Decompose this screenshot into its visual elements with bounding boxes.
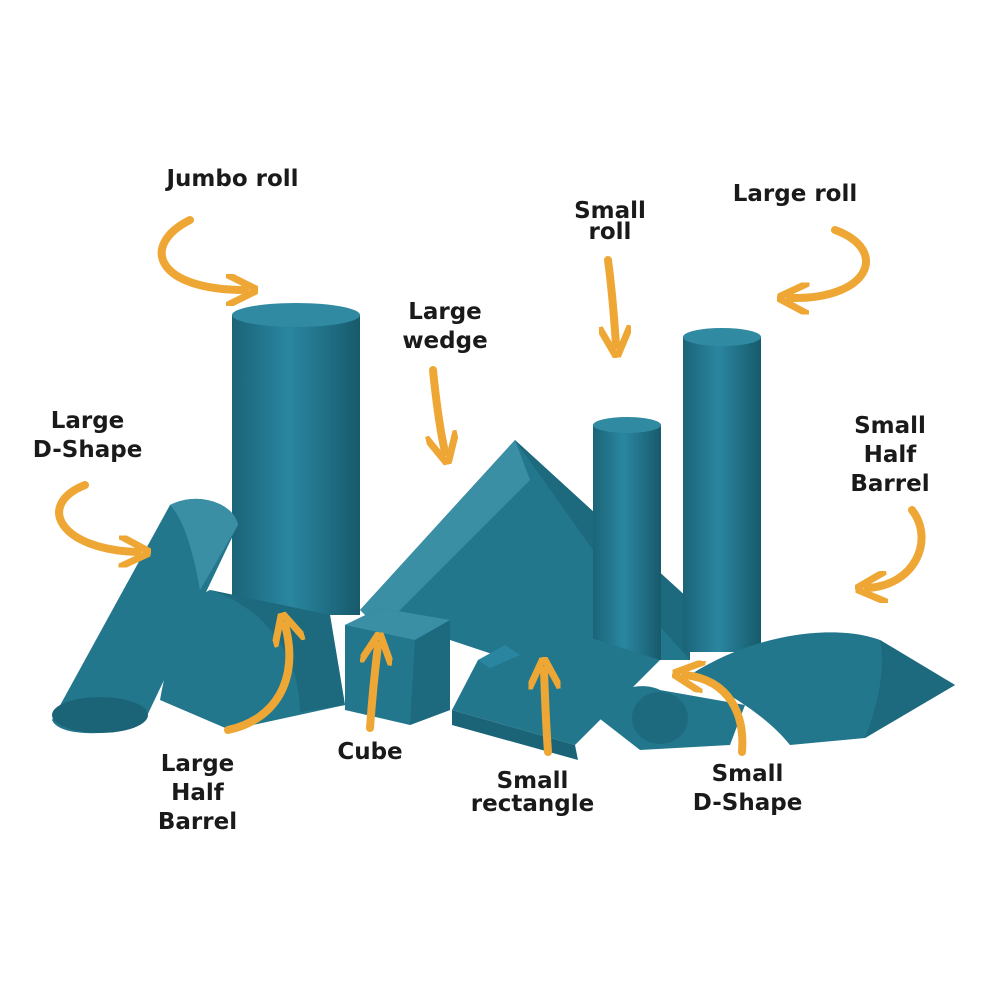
label-cube: Cube [320,738,420,767]
small-rectangle-arrow [544,670,548,756]
label-large-d-shape: Large D-Shape [15,407,160,465]
large-roll-arrow [790,226,870,298]
label-line: Cube [337,739,403,765]
small-half-barrel-arrow [868,506,926,588]
small-d-shape-arrow [685,675,747,756]
label-line: Small [854,413,926,439]
label-line: D-Shape [692,790,803,816]
label-large-roll: Large roll [720,180,870,209]
label-line: Small [574,198,646,224]
large-d-shape-arrow [55,481,138,552]
label-line: D-Shape [32,437,143,463]
large-wedge-arrow [433,366,445,452]
label-small-half-barrel: Small Half Barrel [830,412,950,499]
jumbo-roll-shape [232,303,360,615]
label-large-half-barrel: Large Half Barrel [140,750,255,837]
label-line: Barrel [157,809,238,835]
large-half-barrel-arrow [224,625,289,734]
label-line: Small [496,768,569,794]
jumbo-roll-arrow [157,216,245,290]
label-small-d-shape: Small D-Shape [680,760,815,818]
label-line: Large roll [732,181,858,207]
label-line: roll [588,219,632,245]
label-jumbo-roll: Jumbo roll [150,165,315,194]
small-half-barrel-shape [690,632,955,745]
label-line: Small [711,761,784,787]
large-d-shape-shape [52,498,238,734]
label-large-wedge: Large wedge [385,298,505,356]
label-line: Large [160,751,235,777]
label-line: Barrel [850,471,930,497]
label-line: Half [863,442,917,468]
cube-arrow [370,645,378,732]
label-line: Jumbo roll [166,166,299,192]
large-roll-shape [683,328,761,652]
small-roll-arrow [608,256,616,345]
cube-shape [345,608,450,725]
label-line: Large [408,299,482,325]
small-roll-shape [593,417,661,660]
label-line: rectangle [470,791,595,817]
label-small-roll: Small roll [545,197,675,247]
label-line: Large [50,408,125,434]
label-line: wedge [402,328,488,354]
label-small-rectangle: Small rectangle [455,767,610,819]
small-d-shape-shape [595,686,745,750]
label-line: Half [171,780,224,806]
